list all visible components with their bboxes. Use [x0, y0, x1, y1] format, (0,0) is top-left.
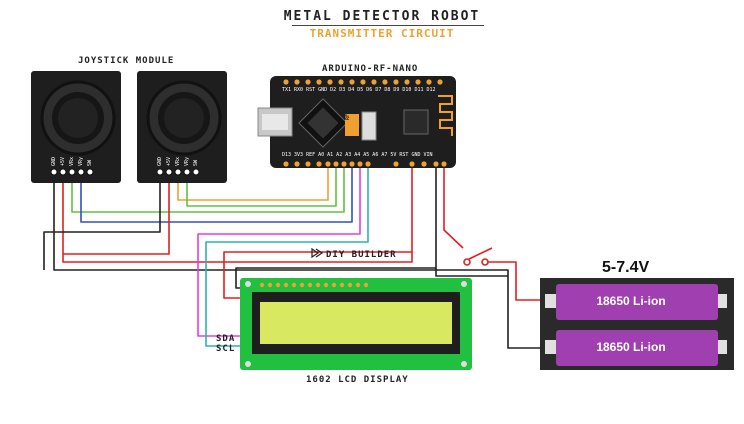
page-subtitle: TRANSMITTER CIRCUIT	[309, 27, 455, 40]
joystick2-pin-sw: SW	[193, 159, 199, 166]
wire-nano-gnd	[435, 268, 508, 277]
wire-lcd-vcc	[223, 251, 412, 299]
page-title: METAL DETECTOR ROBOT	[283, 9, 481, 24]
wire-gnd-joystick1	[53, 172, 545, 349]
joystick2-pin-5v: +5V	[166, 156, 172, 166]
sda-label: SDA	[216, 334, 236, 344]
brand-label: DIY BUILDER	[326, 250, 397, 260]
joystick1-pin-vrx: VRx	[69, 156, 75, 166]
joystick1-pin-sw: SW	[87, 159, 93, 166]
joystick1-pin-gnd: GND	[51, 156, 57, 166]
joystick2-pin-vrx: VRx	[175, 156, 181, 166]
wire-battery-pos	[488, 261, 545, 301]
power-switch	[463, 247, 493, 266]
arduino-board	[257, 76, 456, 168]
wire-vry-joystick2	[186, 164, 337, 207]
battery-voltage-label: 5-7.4V	[602, 259, 650, 276]
diy-builder-logo	[311, 247, 324, 259]
wire-vrx-joystick2	[177, 164, 329, 201]
arduino-label: ARDUINO-RF-NANO	[322, 64, 419, 74]
title-underline	[292, 25, 484, 26]
joystick-module-1	[31, 71, 121, 183]
lcd-module	[240, 278, 472, 370]
arduino-bottom-pin-labels: D13 3V3 REF A0 A1 A2 A3 A4 A5 A6 A7 5V R…	[282, 152, 433, 158]
arduino-top-pin-labels: TX1 RX0 RST GND D2 D3 D4 D5 D6 D7 D8 D9 …	[282, 87, 436, 93]
joystick1-pin-5v: +5V	[60, 156, 66, 166]
wire-sda	[197, 164, 361, 337]
scl-label: SCL	[216, 344, 236, 354]
joystick-module-2	[137, 71, 227, 183]
battery-cell-1-label: 18650 Li-ion	[596, 294, 666, 308]
wire-5v-joystick2	[63, 172, 170, 255]
arduino-chip-label: RF NANO	[345, 98, 351, 120]
battery-holder	[540, 278, 734, 370]
joystick2-pin-gnd: GND	[157, 156, 163, 166]
wire-scl	[205, 164, 369, 347]
wire-5v-joystick1	[62, 164, 413, 263]
wire-gnd-joystick2	[43, 172, 161, 270]
joystick-label: JOYSTICK MODULE	[78, 56, 175, 66]
wire-vry-joystick1	[80, 164, 353, 223]
joystick1-pin-vry: VRy	[78, 156, 84, 166]
battery-cell-2-label: 18650 Li-ion	[596, 340, 666, 354]
wire-vin	[443, 164, 464, 249]
wire-vrx-joystick1	[71, 164, 345, 213]
joystick2-pin-vry: VRy	[184, 156, 190, 166]
lcd-label: 1602 LCD DISPLAY	[306, 375, 409, 385]
